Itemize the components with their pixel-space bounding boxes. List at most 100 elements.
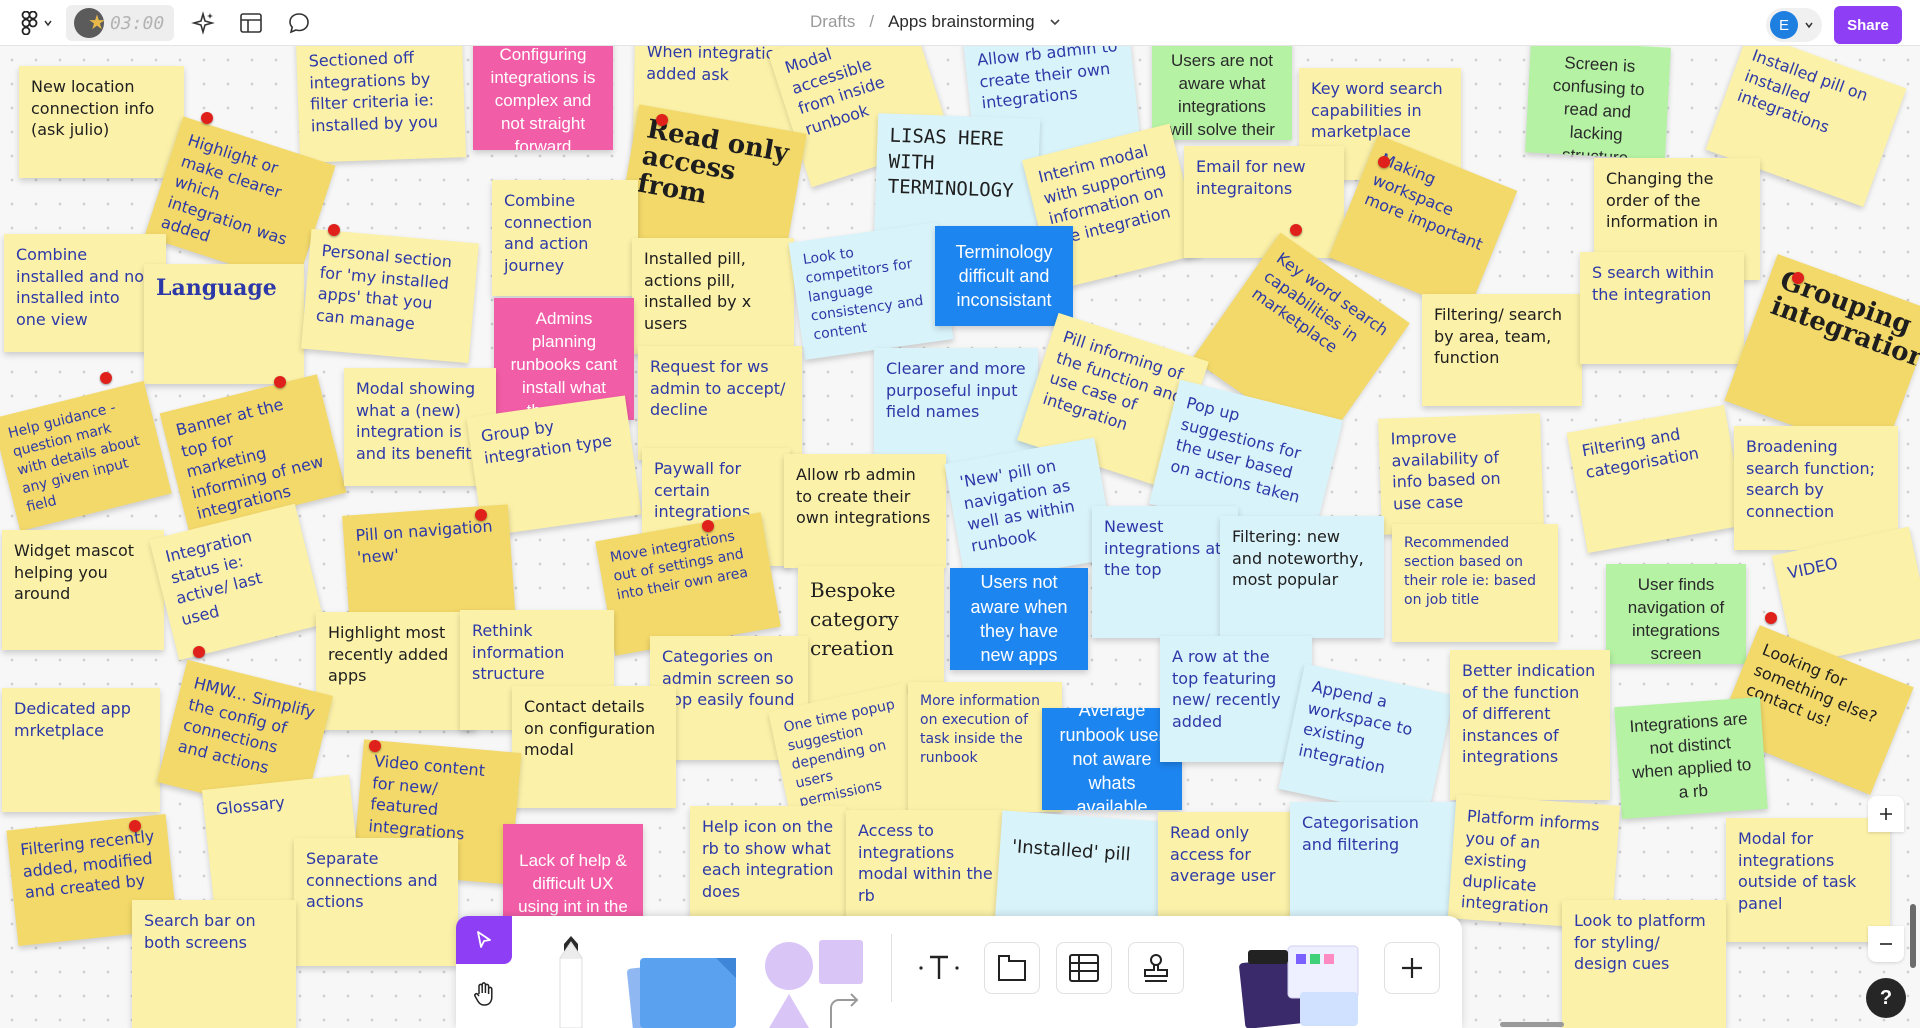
user-avatar: E [1770,11,1798,39]
sticky-note[interactable]: Recommended section based on their role … [1392,524,1558,642]
user-menu[interactable]: E [1766,8,1822,42]
hand-tool[interactable] [456,970,512,1018]
sticky-text: Search bar on both screens [144,911,256,952]
sticky-note[interactable]: Filtering: new and noteworthy, most popu… [1220,516,1384,638]
sticky-note[interactable]: Average runbook user not aware whats ava… [1042,708,1182,810]
sticky-text: S search within the integration [1592,263,1715,304]
bottom-toolbar [456,916,1462,1028]
main-menu-button[interactable] [18,8,56,38]
sticky-note[interactable]: Read only access for average user [1158,812,1298,934]
sticky-note[interactable]: Users are not aware what integrations wi… [1152,46,1292,140]
plus-icon [1402,958,1422,978]
chevron-down-icon[interactable] [1049,16,1061,28]
sticky-note[interactable]: Combine installed and not installed into… [4,234,166,352]
sticky-text: Combine installed and not installed into… [16,245,151,329]
sticky-text: User finds navigation of integrations sc… [1627,575,1725,663]
sticky-text: New location connection info (ask julio) [31,77,155,140]
sticky-note[interactable]: Installed pill, actions pill, installed … [632,238,794,354]
sticky-note[interactable]: Lack of help & difficult UX using int in… [503,824,643,928]
sticky-note[interactable]: Modal for integrations outside of task p… [1726,818,1890,942]
comment-button[interactable] [280,6,318,40]
zoom-in-button[interactable] [1868,796,1904,832]
sticky-note[interactable]: Integrations are not distinct when appli… [1614,697,1768,819]
sticky-note[interactable]: Screen is confusing to read and lacking … [1525,46,1671,160]
sticky-note[interactable]: Integration status ie: active/ last used [149,503,325,661]
sticky-note[interactable]: Personal section for 'my installed apps'… [301,228,479,364]
sticky-notes-tool[interactable] [616,944,746,1028]
widgets-tool[interactable] [1236,938,1366,1028]
stamp-tool[interactable] [1128,942,1184,994]
table-tool[interactable] [1056,942,1112,994]
sticky-text: Pill informing of the function and use c… [1040,327,1186,434]
sticky-note[interactable]: Look to platform for styling/ design cue… [1562,900,1726,1028]
sticky-note[interactable]: A row at the top featuring new/ recently… [1160,636,1312,762]
sticky-note[interactable]: More information on execution of task in… [908,682,1062,812]
ai-sparkle-button[interactable] [184,6,222,40]
sticky-note[interactable]: Users not aware when they have new apps [950,568,1088,670]
sticky-note[interactable]: Email for new integraitons [1184,146,1344,258]
vertical-scrollbar[interactable] [1910,904,1916,968]
file-breadcrumb[interactable]: Drafts / Apps brainstorming [810,12,1061,32]
sticky-note[interactable]: Contact details on configuration modal [512,686,676,808]
sticky-note[interactable]: Improve availability of info based on us… [1378,413,1544,535]
layout-button[interactable] [232,6,270,40]
sticky-note[interactable]: Dedicated app mrketplace [2,688,160,812]
more-tools-button[interactable] [1384,942,1440,994]
sticky-text: Highlight most recently added apps [328,623,449,686]
sticky-note[interactable]: Request for ws admin to accept/ decline [638,346,802,460]
file-title[interactable]: Apps brainstorming [888,12,1035,31]
breadcrumb-separator: / [869,12,875,31]
text-tool[interactable] [911,942,967,994]
sticky-note[interactable]: Widget mascot helping you around [2,530,164,650]
sticky-note[interactable]: Combine connection and action journey [492,180,638,296]
sticky-note[interactable]: Better indication of the function of dif… [1450,650,1610,800]
horizontal-scrollbar[interactable] [1500,1022,1564,1027]
sticky-note[interactable]: Help icon on the rb to show what each in… [690,806,846,926]
section-tool[interactable] [984,942,1040,994]
select-tool[interactable] [456,916,512,964]
sticky-note[interactable]: Newest integrations at the top [1092,506,1238,638]
sticky-note[interactable]: Append a workspace to existing integrati… [1278,663,1454,821]
sticky-text: Pop up suggestions for the user based on… [1168,393,1304,507]
timer-widget[interactable]: 03:00 [66,5,175,41]
sticky-note[interactable]: Modal showing what a (new) integration i… [344,368,496,486]
sticky-note[interactable]: Separate connections and actions [294,838,458,966]
share-button[interactable]: Share [1834,6,1902,44]
sticky-note[interactable]: Look to competitors for language consist… [788,222,954,360]
sticky-note[interactable]: S search within the integration [1580,252,1744,364]
marker-tool[interactable] [546,936,596,1028]
shapes-tool[interactable] [761,934,871,1028]
whiteboard-canvas[interactable]: New location connection info (ask julio)… [0,46,1920,1028]
sticky-note[interactable]: Configuring integrations is complex and … [473,46,613,150]
sticky-note[interactable]: Terminology difficult and inconsistant [935,226,1073,326]
widgets-icon [1239,945,1359,1028]
help-button[interactable]: ? [1866,978,1906,1018]
breadcrumb-drafts[interactable]: Drafts [810,12,856,31]
sticky-note[interactable]: Allow rb admin to create their own integ… [784,454,946,568]
sticky-note[interactable]: 'New' pill on navigation as well as with… [944,437,1116,585]
sticky-note[interactable]: Clearer and more purposeful input field … [874,348,1038,466]
sticky-note[interactable]: Move integrations out of settings and in… [595,512,781,656]
sticky-note[interactable]: New location connection info (ask julio) [19,66,184,178]
sticky-note[interactable]: Help guidance - question mark with detai… [0,380,172,532]
sticky-note[interactable]: Highlight most recently added apps [316,612,476,730]
sticky-text: Filtering/ search by area, team, functio… [1434,305,1562,368]
sticky-note[interactable]: Banner at the top for marketing informin… [159,374,347,532]
sticky-note[interactable]: Search bar on both screens [132,900,296,1028]
cursor-icon [477,931,491,948]
sticky-note[interactable]: Bespoke category creation [798,566,944,716]
sticky-note[interactable]: Sectioned off integrations by filter cri… [295,46,467,163]
sticky-note[interactable]: Access to integrations modal within the … [846,810,1006,930]
sticky-note[interactable]: Filtering/ search by area, team, functio… [1422,294,1582,406]
sticky-note[interactable]: Language [144,264,304,384]
sticky-note[interactable]: User finds navigation of integrations sc… [1606,564,1746,664]
sticky-text: Read only access for average user [1170,823,1276,886]
sticky-text: Better indication of the function of dif… [1462,661,1596,767]
sticky-note[interactable]: Filtering and categorisation [1566,405,1746,553]
sticky-text: Filtering: new and noteworthy, most popu… [1232,527,1364,590]
pin-icon [274,376,286,388]
pin-icon [475,509,487,521]
sticky-note[interactable]: Categorisation and filtering [1290,802,1456,918]
zoom-out-button[interactable] [1868,926,1904,962]
sticky-note[interactable]: Broadening search function; search by co… [1734,426,1898,550]
